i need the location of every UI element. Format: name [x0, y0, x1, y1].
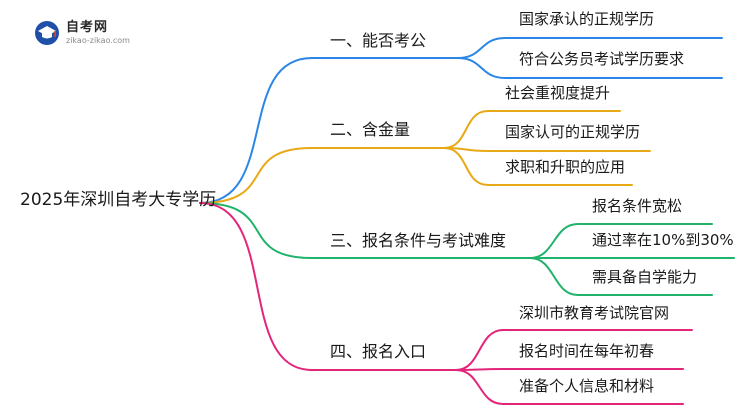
site-logo[interactable]: 自考网 zikao-zikao.com	[34, 20, 130, 46]
branch-connector	[199, 57, 313, 204]
graduation-cap-icon	[35, 21, 59, 45]
leaf-connector	[529, 257, 579, 296]
leaf-connector	[455, 329, 504, 371]
leaf-connector	[529, 223, 579, 259]
branch-connectors-2	[199, 202, 735, 296]
logo-url: zikao-zikao.com	[66, 36, 130, 45]
branch-topic-2: 二、含金量	[330, 120, 411, 139]
leaf-connector	[443, 110, 489, 149]
branch-connector	[199, 202, 313, 371]
leaf-connector	[443, 147, 489, 186]
branch-connector	[199, 202, 313, 259]
root-topic: 2025年深圳自考大专学历	[20, 190, 217, 210]
branch-topic-3: 三、报名条件与考试难度	[330, 231, 507, 250]
leaf-topic: 准备个人信息和材料	[519, 377, 655, 395]
leaf-topic: 报名时间在每年初春	[519, 342, 655, 360]
leaf-topic: 深圳市教育考试院官网	[519, 304, 670, 322]
logo-title: 自考网	[66, 20, 109, 35]
leaf-topic: 通过率在10%到30%	[592, 231, 734, 249]
branch-topic-4: 四、报名入口	[330, 342, 427, 361]
branch-connectors-3	[199, 202, 693, 405]
branch-connectors-0	[199, 37, 723, 204]
branch-topic-1: 一、能否考公	[330, 31, 427, 50]
branch-connectors-1	[199, 110, 651, 204]
leaf-topic: 求职和升职的应用	[505, 158, 626, 176]
leaf-topic: 符合公务员考试学历要求	[519, 50, 685, 68]
leaf-topic: 国家承认的正规学历	[519, 10, 655, 28]
leaf-topic: 报名条件宽松	[592, 197, 683, 215]
leaf-connector	[455, 369, 504, 405]
branch-connector	[199, 147, 313, 204]
leaf-topic: 社会重视度提升	[505, 84, 611, 102]
leaf-connector	[455, 368, 504, 371]
leaf-topic: 国家认可的正规学历	[505, 123, 641, 141]
leaf-topic: 需具备自学能力	[592, 268, 698, 286]
leaf-connector	[457, 37, 506, 59]
leaf-connector	[457, 57, 506, 79]
